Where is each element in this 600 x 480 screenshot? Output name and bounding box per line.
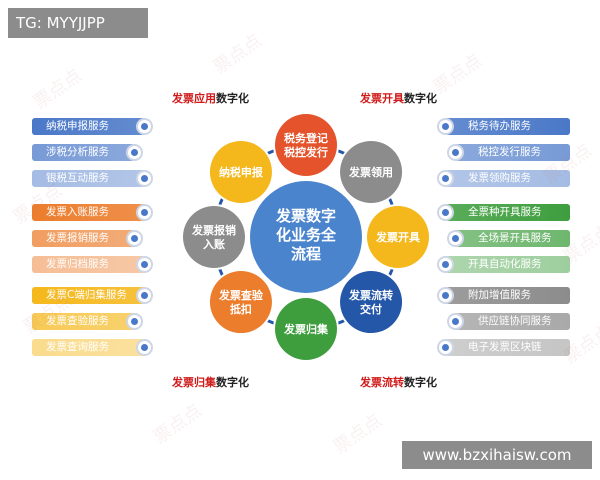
pill-knob-icon	[437, 204, 454, 221]
title-red-part: 发票应用	[172, 92, 216, 105]
service-pill-label: 发票查验服务	[46, 315, 109, 327]
service-pill-label: 发票领购服务	[468, 172, 531, 184]
stage-node	[367, 206, 429, 268]
stage-node-label: 税务登记	[284, 131, 328, 145]
stage-node-label: 发票开具	[375, 230, 420, 244]
pill-knob-icon	[437, 256, 454, 273]
service-pill[interactable]: 银税互动服务	[32, 170, 153, 187]
stage-node-label: 抵扣	[230, 302, 252, 316]
stage-node	[275, 298, 337, 360]
service-pill[interactable]: 发票领购服务	[437, 170, 570, 187]
stage-node	[340, 271, 403, 334]
service-pill-label: 发票入账服务	[46, 206, 109, 218]
service-pill-label: 银税互动服务	[46, 172, 109, 184]
stage-node-label: 发票归集	[283, 322, 329, 336]
pill-knob-icon	[136, 118, 153, 135]
center-circle	[250, 181, 362, 293]
service-pill-label: 发票归档服务	[46, 258, 109, 270]
service-pill-label: 纳税申报服务	[46, 120, 109, 132]
pill-knob-icon	[136, 170, 153, 187]
pill-knob-icon	[126, 230, 143, 247]
stage-node	[209, 271, 272, 334]
pill-knob-icon	[136, 256, 153, 273]
pill-knob-icon	[126, 313, 143, 330]
stage-node	[183, 206, 245, 268]
stage-node	[275, 114, 337, 176]
service-pill-label: 税控发行服务	[478, 146, 541, 158]
service-pill-label: 发票C端归集服务	[46, 289, 127, 301]
pill-knob-icon	[126, 144, 143, 161]
stage-node-label: 交付	[360, 302, 382, 316]
service-pill[interactable]: 全票种开具服务	[437, 204, 570, 221]
pill-knob-icon	[136, 287, 153, 304]
stage-node-label: 发票报销	[191, 223, 236, 237]
service-pill[interactable]: 涉税分析服务	[32, 144, 143, 161]
service-pill[interactable]: 发票查验服务	[32, 313, 143, 330]
pill-knob-icon	[136, 339, 153, 356]
service-pill[interactable]: 税务待办服务	[437, 118, 570, 135]
title-dark-part: 数字化	[404, 376, 437, 389]
pill-knob-icon	[136, 204, 153, 221]
service-pill[interactable]: 发票报销服务	[32, 230, 143, 247]
stage-node-label: 发票领用	[348, 165, 393, 179]
title-invoice-collection: 发票归集数字化	[172, 374, 249, 390]
service-pill-label: 税务待办服务	[468, 120, 531, 132]
service-pill-label: 电子发票区块链	[468, 341, 542, 353]
service-pill[interactable]: 附加增值服务	[437, 287, 570, 304]
pill-knob-icon	[437, 170, 454, 187]
service-pill[interactable]: 供应链协同服务	[447, 313, 570, 330]
title-invoice-circulation: 发票流转数字化	[360, 374, 437, 390]
title-dark-part: 数字化	[216, 92, 249, 105]
stage-node	[209, 140, 272, 203]
center-label-line: 化业务全	[276, 226, 337, 244]
pill-knob-icon	[447, 230, 464, 247]
pill-knob-icon	[447, 313, 464, 330]
pill-knob-icon	[437, 339, 454, 356]
service-pill[interactable]: 电子发票区块链	[437, 339, 570, 356]
pill-knob-icon	[437, 118, 454, 135]
service-pill[interactable]: 税控发行服务	[447, 144, 570, 161]
service-pill[interactable]: 发票入账服务	[32, 204, 153, 221]
pill-knob-icon	[447, 144, 464, 161]
website-url: www.bzxihaisw.com	[402, 441, 592, 469]
service-pill[interactable]: 发票归档服务	[32, 256, 153, 273]
channel-tag: TG: MYYJJPP	[8, 8, 148, 38]
service-pill-label: 发票报销服务	[46, 232, 109, 244]
title-invoice-application: 发票应用数字化	[172, 90, 249, 106]
title-red-part: 发票流转	[360, 376, 404, 389]
title-red-part: 发票归集	[172, 376, 216, 389]
center-label-line: 发票数字	[275, 207, 336, 225]
service-pill[interactable]: 纳税申报服务	[32, 118, 153, 135]
stage-node-label: 发票流转	[348, 288, 393, 302]
center-label-line: 流程	[291, 245, 321, 263]
service-pill-label: 附加增值服务	[468, 289, 531, 301]
service-pill-label: 全票种开具服务	[468, 206, 542, 218]
service-pill-label: 涉税分析服务	[46, 146, 109, 158]
title-dark-part: 数字化	[216, 376, 249, 389]
service-pill[interactable]: 开具自动化服务	[437, 256, 570, 273]
stage-node-label: 纳税申报	[219, 165, 264, 179]
service-pill-label: 发票查询服务	[46, 341, 109, 353]
service-pill-label: 全场景开具服务	[478, 232, 552, 244]
title-invoice-issuing: 发票开具数字化	[360, 90, 437, 106]
service-pill[interactable]: 全场景开具服务	[447, 230, 570, 247]
service-pill-label: 供应链协同服务	[478, 315, 552, 327]
service-pill-label: 开具自动化服务	[468, 258, 542, 270]
service-pill[interactable]: 发票C端归集服务	[32, 287, 153, 304]
title-dark-part: 数字化	[404, 92, 437, 105]
stage-node	[340, 140, 403, 203]
title-red-part: 发票开具	[360, 92, 404, 105]
pill-knob-icon	[437, 287, 454, 304]
service-pill[interactable]: 发票查询服务	[32, 339, 153, 356]
stage-node-label: 税控发行	[284, 145, 328, 159]
stage-node-label: 发票查验	[218, 288, 264, 302]
stage-node-label: 入账	[203, 237, 225, 251]
